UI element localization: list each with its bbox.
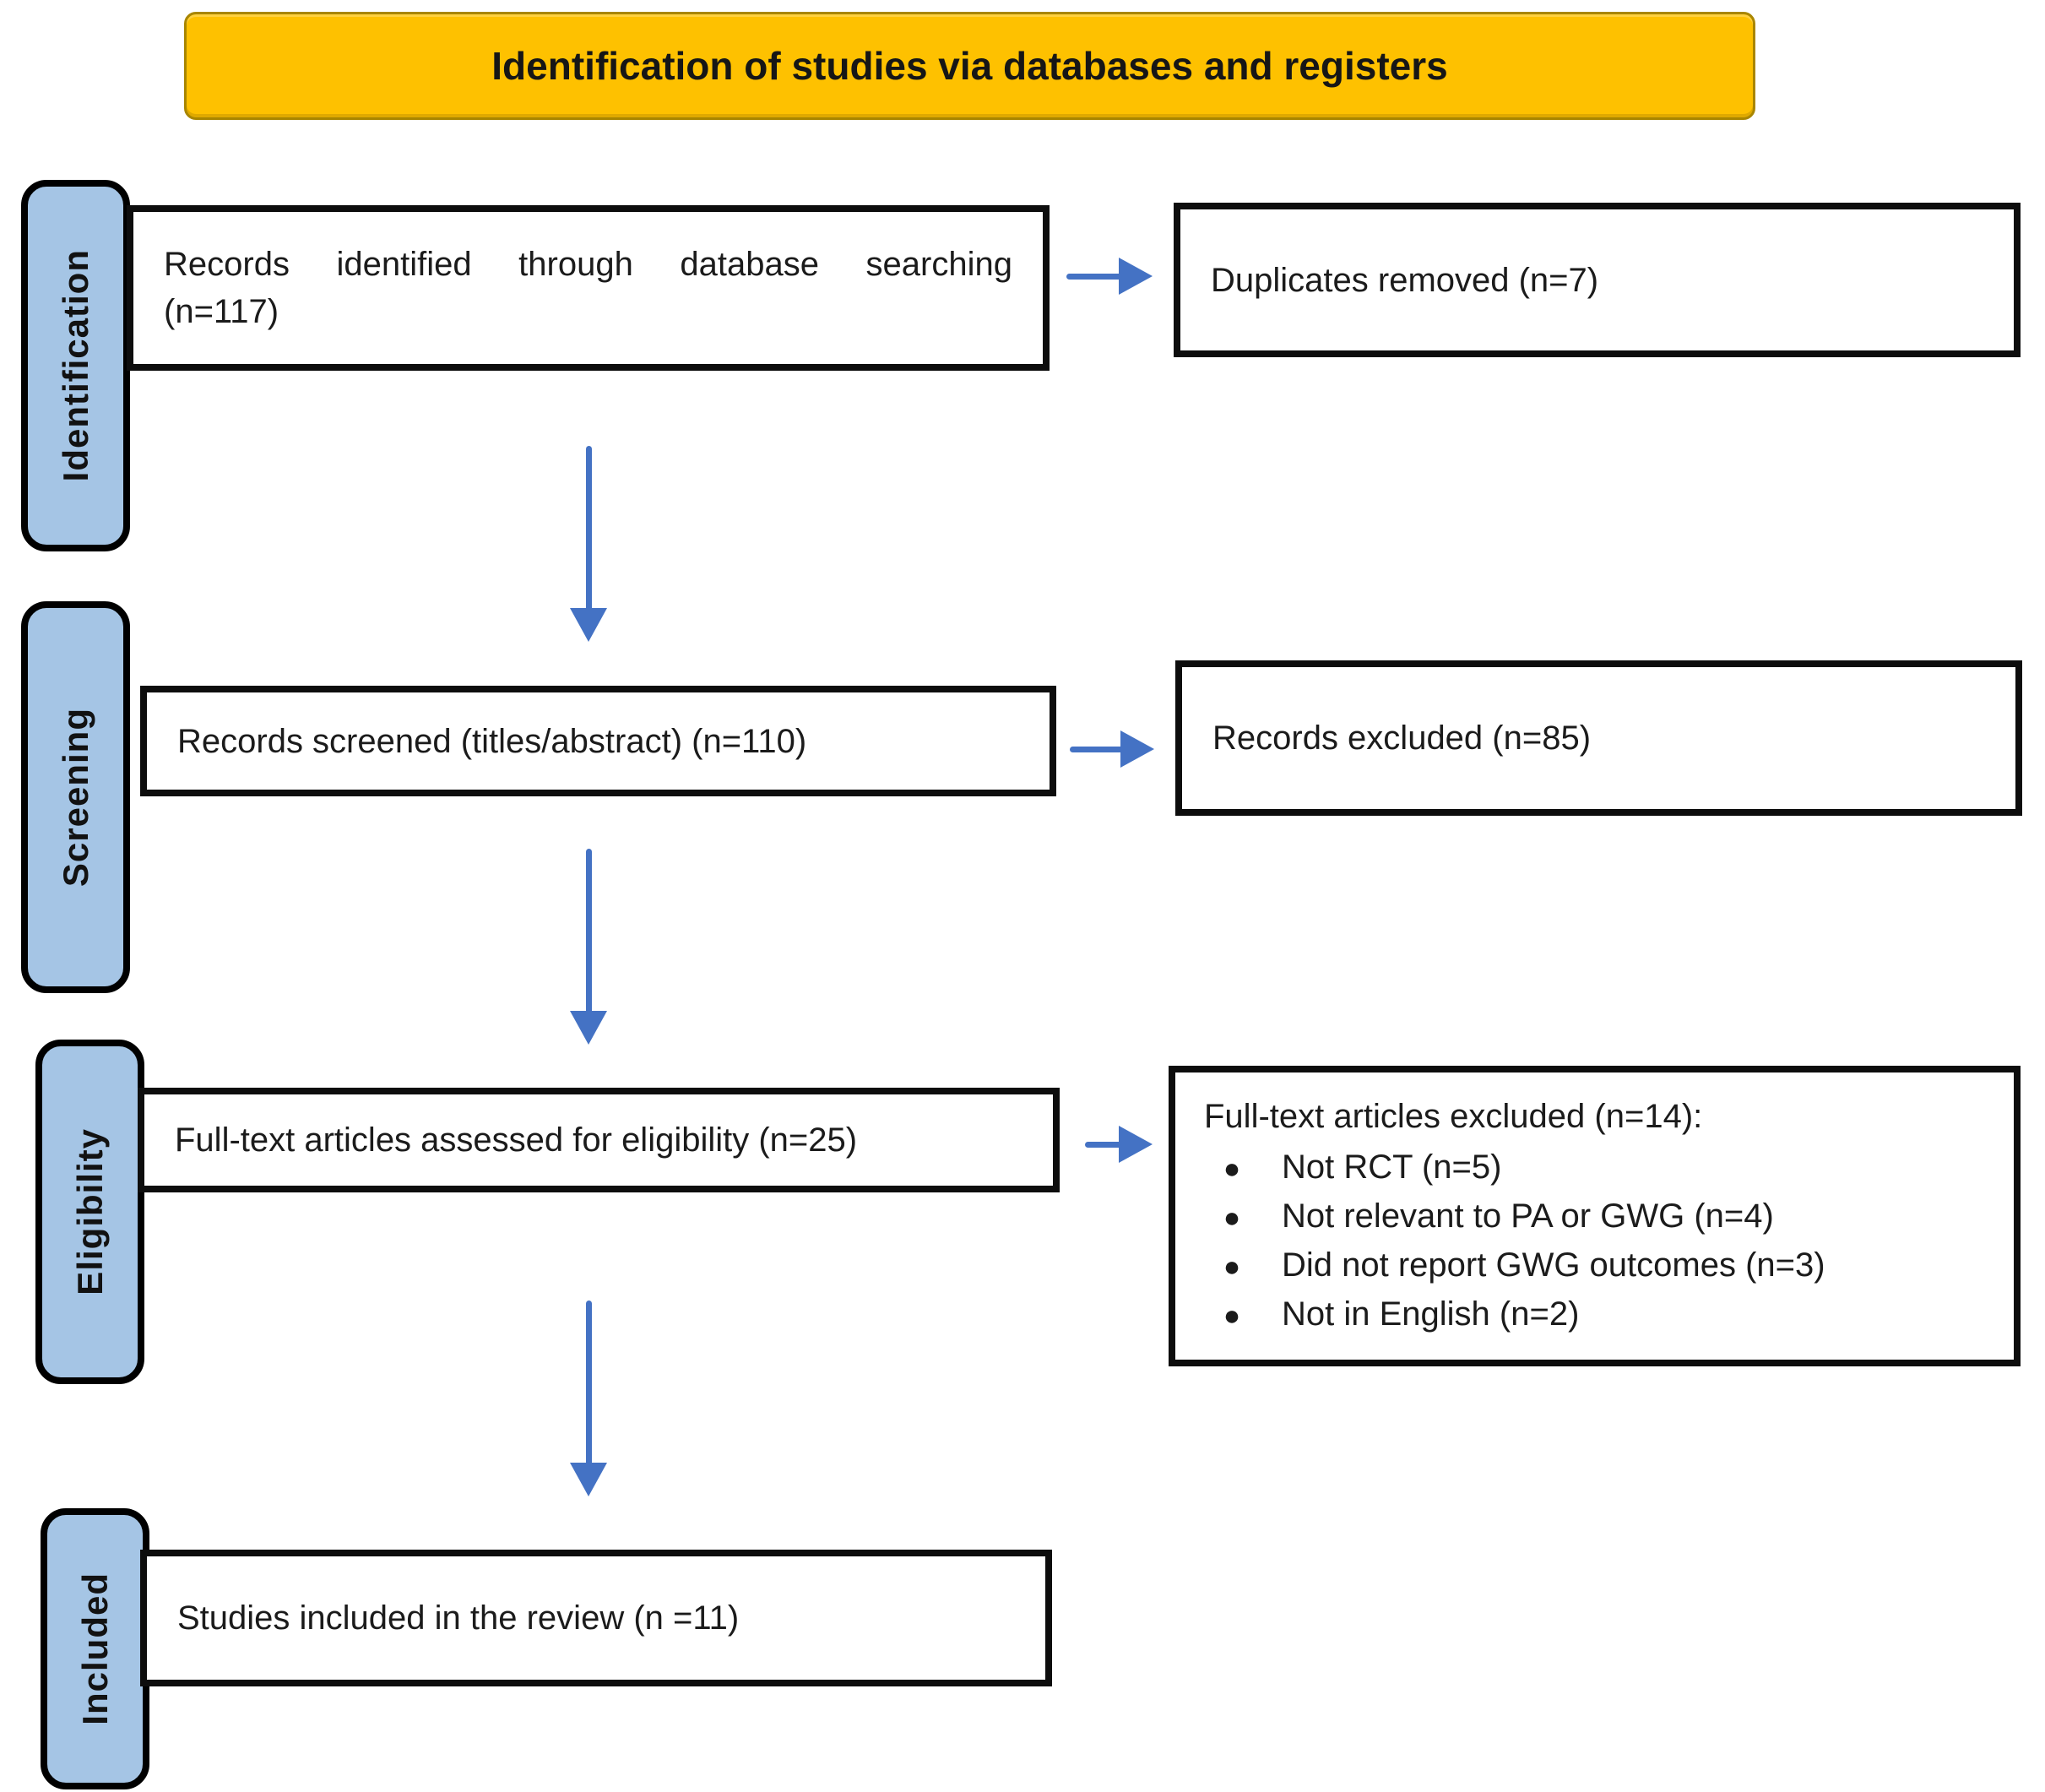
box-duplicates-removed: Duplicates removed (n=7): [1174, 203, 2021, 357]
stage-tab-identification: Identification: [21, 180, 130, 551]
arrow-identification-to-screening: [570, 446, 607, 642]
records-identified-text-line2: (n=117): [164, 293, 279, 330]
arrow-line: [586, 1301, 592, 1466]
arrow-line: [586, 446, 592, 611]
stage-tab-identification-label: Identification: [55, 249, 95, 482]
bullet-icon: ●: [1223, 1251, 1241, 1283]
diagram-title-banner: Identification of studies via databases …: [184, 12, 1755, 120]
diagram-title: Identification of studies via databases …: [491, 44, 1448, 88]
box-fulltext-assessed: Full-text articles assessed for eligibil…: [138, 1088, 1060, 1192]
box-records-identified: Records identified through database sear…: [127, 205, 1050, 371]
arrow-screening-to-eligibility: [570, 849, 607, 1045]
stage-tab-screening: Screening: [21, 601, 130, 993]
stage-tab-eligibility-label: Eligibility: [69, 1128, 110, 1295]
arrow-head-right-icon: [1120, 730, 1154, 768]
arrow-head-down-icon: [570, 1463, 607, 1496]
arrow-head-down-icon: [570, 1011, 607, 1045]
arrow-head-down-icon: [570, 608, 607, 642]
bullet-icon: ●: [1223, 1300, 1241, 1332]
duplicates-removed-text: Duplicates removed (n=7): [1211, 261, 1599, 299]
arrow-eligibility-to-included: [570, 1301, 607, 1496]
arrow-records-to-duplicates: [1066, 258, 1153, 295]
stage-tab-included-label: Included: [74, 1572, 115, 1725]
stage-tab-included: Included: [41, 1508, 149, 1789]
records-excluded-text: Records excluded (n=85): [1212, 720, 1592, 757]
list-item: ● Not relevant to PA or GWG (n=4): [1204, 1192, 1988, 1241]
arrow-head-right-icon: [1119, 258, 1153, 295]
records-identified-text-line1: Records identified through database sear…: [164, 246, 1012, 283]
list-item: ● Not in English (n=2): [1204, 1290, 1988, 1339]
exclusion-reason: Not RCT (n=5): [1282, 1149, 1502, 1186]
arrow-head-right-icon: [1119, 1126, 1153, 1163]
arrow-fulltext-to-ftexcluded: [1085, 1126, 1153, 1163]
exclusion-reason: Did not report GWG outcomes (n=3): [1282, 1246, 1825, 1284]
box-fulltext-excluded: Full-text articles excluded (n=14): ● No…: [1169, 1066, 2021, 1366]
bullet-icon: ●: [1223, 1202, 1241, 1234]
arrow-line: [1085, 1142, 1122, 1148]
box-studies-included: Studies included in the review (n =11): [140, 1550, 1052, 1686]
fulltext-excluded-title: Full-text articles excluded (n=14):: [1204, 1098, 1703, 1135]
stage-tab-screening-label: Screening: [55, 707, 95, 888]
box-records-excluded: Records excluded (n=85): [1175, 660, 2022, 816]
list-item: ● Did not report GWG outcomes (n=3): [1204, 1241, 1988, 1290]
bullet-icon: ●: [1223, 1153, 1241, 1185]
exclusion-reason: Not in English (n=2): [1282, 1295, 1580, 1333]
arrow-line: [1066, 274, 1122, 280]
fulltext-assessed-text: Full-text articles assessed for eligibil…: [175, 1121, 858, 1159]
arrow-line: [586, 849, 592, 1014]
records-screened-text: Records screened (titles/abstract) (n=11…: [177, 722, 807, 760]
studies-included-text: Studies included in the review (n =11): [177, 1599, 740, 1637]
arrow-screened-to-excluded: [1070, 730, 1154, 768]
box-records-screened: Records screened (titles/abstract) (n=11…: [140, 686, 1056, 796]
list-item: ● Not RCT (n=5): [1204, 1143, 1988, 1192]
stage-tab-eligibility: Eligibility: [35, 1040, 144, 1384]
exclusion-reason: Not relevant to PA or GWG (n=4): [1282, 1197, 1774, 1235]
fulltext-excluded-reasons-list: ● Not RCT (n=5) ● Not relevant to PA or …: [1204, 1143, 1988, 1339]
arrow-line: [1070, 747, 1124, 752]
